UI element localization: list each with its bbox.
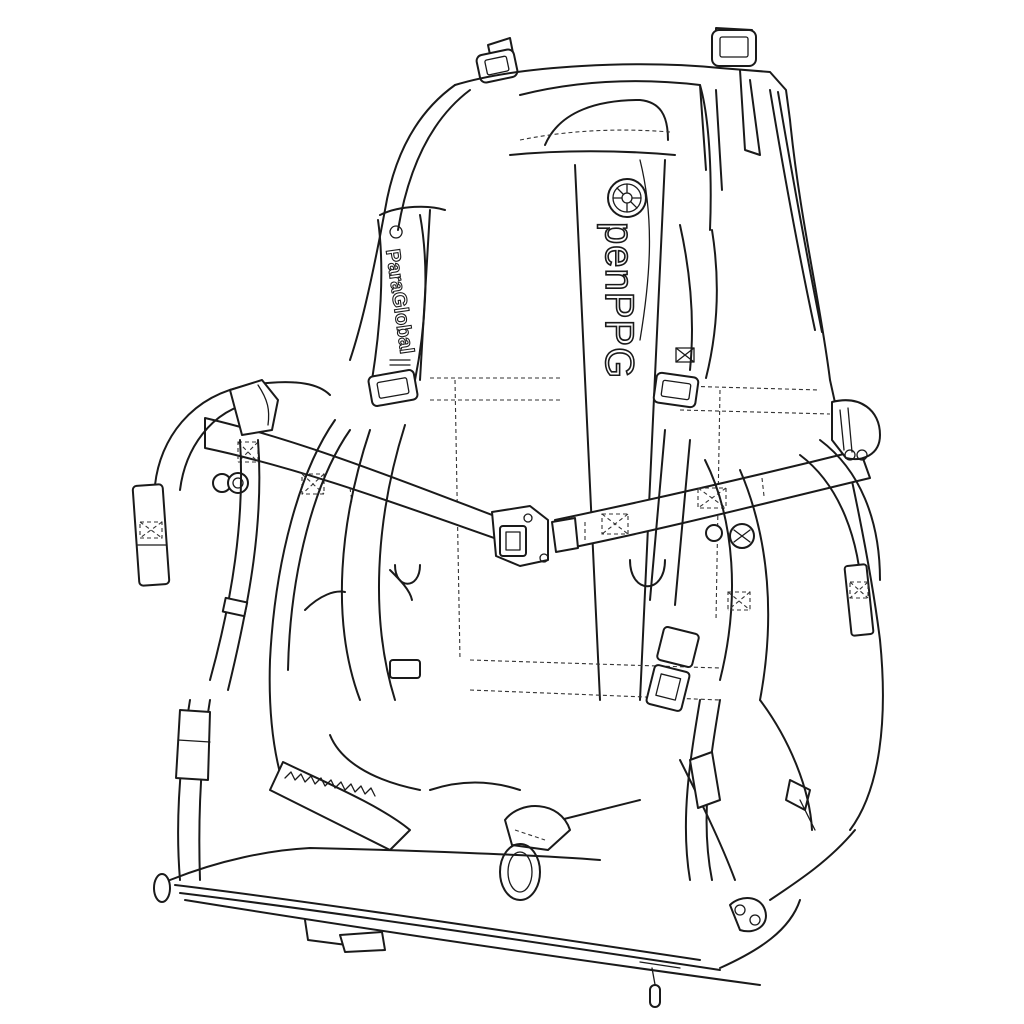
top-left-buckle-icon [475, 37, 519, 84]
bottom-right-cam-icon [729, 897, 767, 933]
zipper-pull-icon [639, 961, 681, 1008]
left-side-pad [175, 699, 211, 881]
left-pivot-icon [212, 472, 249, 494]
right-hip-straps [629, 399, 881, 933]
right-pivot-icon [705, 523, 755, 549]
left-shoulder-strap: ParaGlobal [371, 205, 446, 381]
leg-buckle-icon [645, 625, 700, 712]
backpack-body [349, 63, 884, 831]
chest-buckle-icon [491, 505, 579, 567]
left-hip-straps [131, 379, 421, 791]
right-shoulder-strap [675, 224, 718, 379]
openppg-logo-text: penPPG [597, 222, 641, 379]
wheel-emblem-icon [607, 178, 647, 218]
foot-ring-icon [499, 805, 571, 901]
paraglobal-logo: ParaGlobal [380, 225, 418, 356]
right-shoulder-buckle-icon [652, 371, 700, 409]
left-shoulder-buckle-icon [367, 369, 419, 407]
paraglobal-logo-text: ParaGlobal [381, 248, 417, 356]
openppg-logo: penPPG [596, 178, 647, 380]
seat-base [153, 829, 856, 1008]
top-right-buckle-icon [711, 27, 757, 67]
base-ring-icon [153, 873, 171, 903]
right-riser-loop-icon [831, 399, 881, 461]
seat-area [269, 734, 641, 901]
